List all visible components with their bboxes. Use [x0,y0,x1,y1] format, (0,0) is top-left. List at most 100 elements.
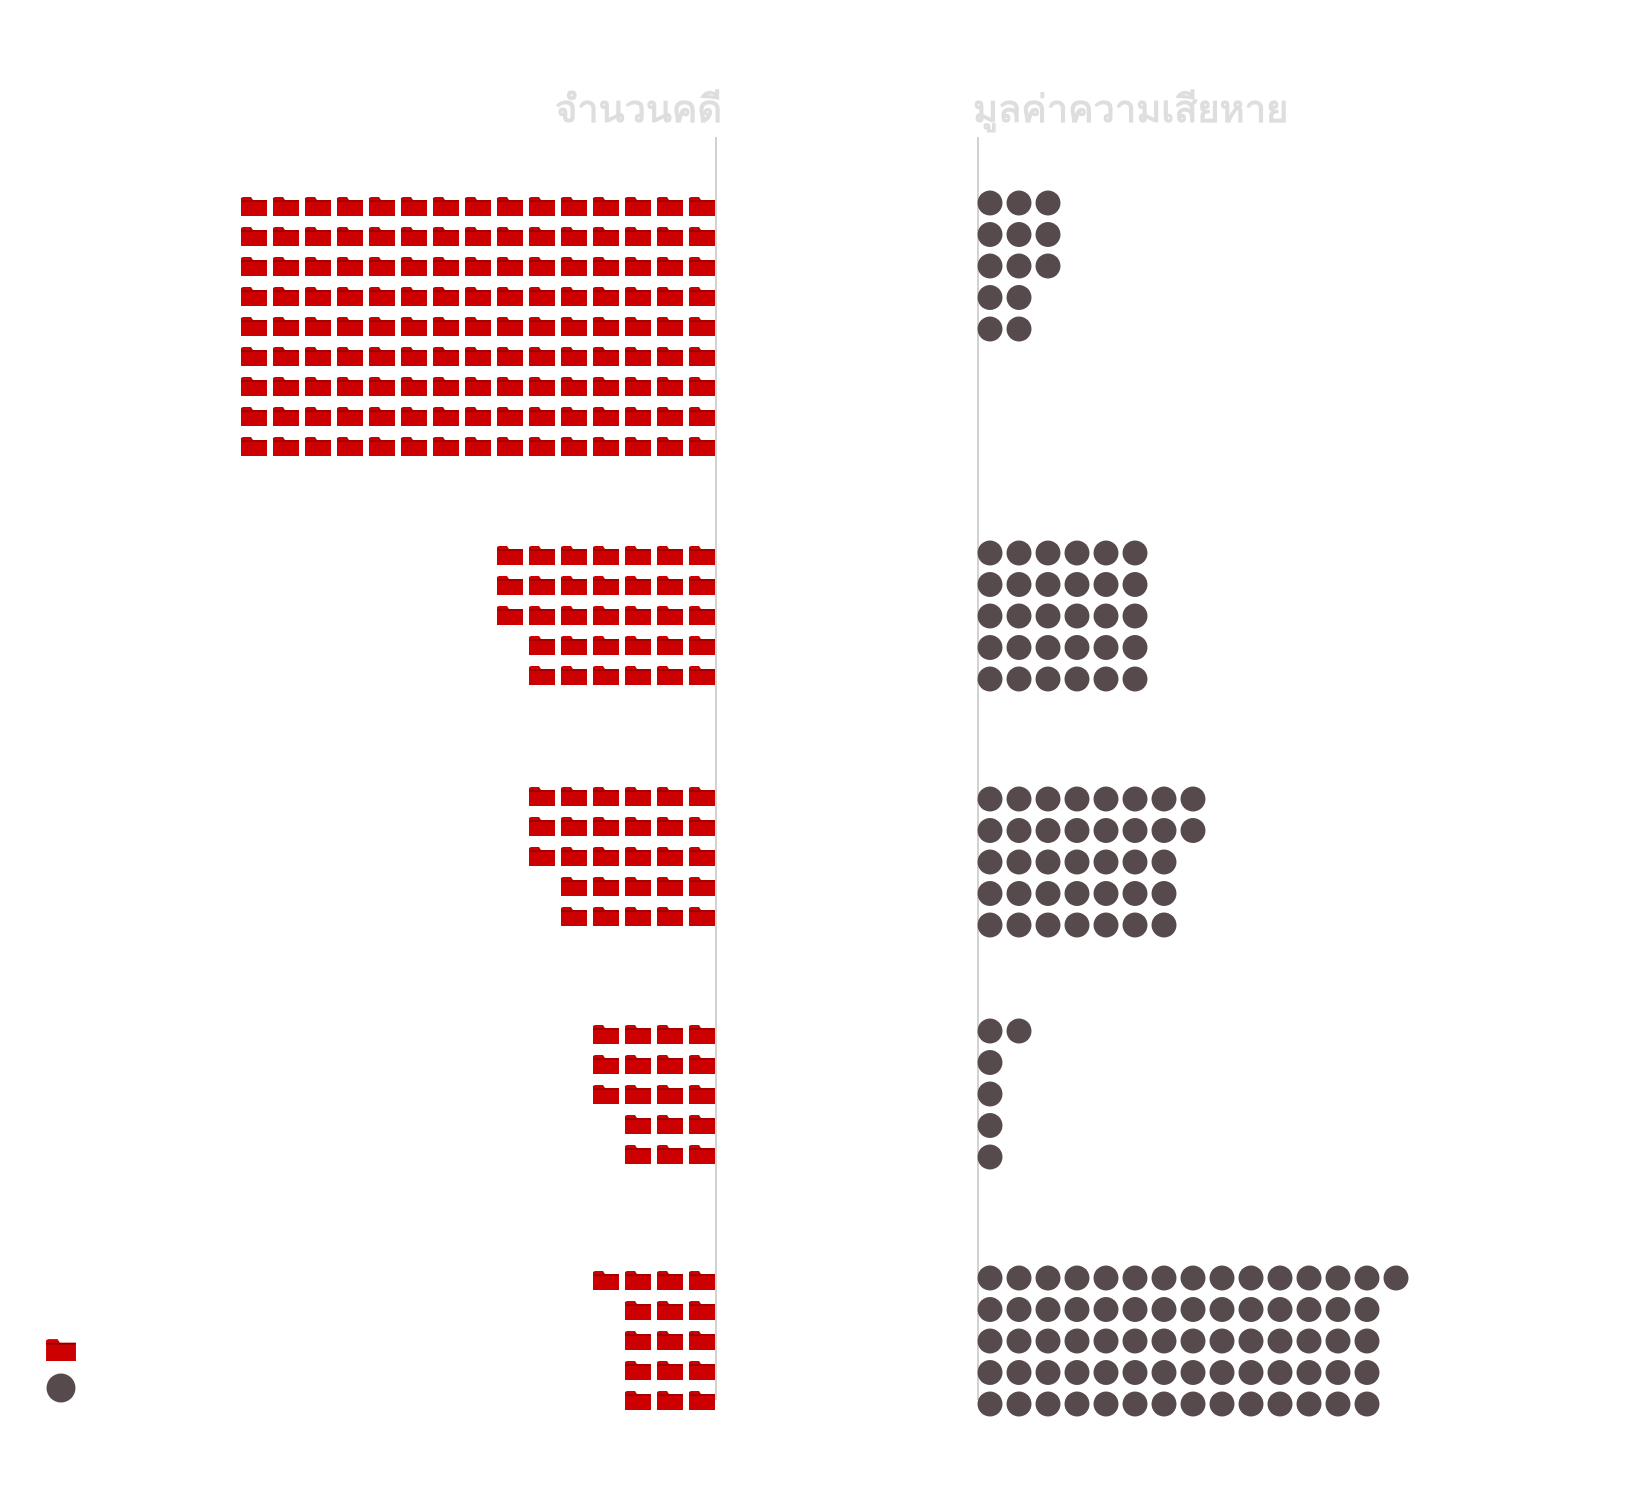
circle-icon [1354,1391,1380,1417]
legend-folder-icon [46,1338,76,1361]
folder-icon [241,196,267,216]
circle-icon [977,635,1003,660]
circle-icon [1064,1328,1090,1354]
folder-icon [561,346,587,366]
folder-icon [657,1330,683,1350]
folder-icon [529,286,555,306]
folder-icon [273,286,299,306]
folder-icon [497,256,523,276]
circle-icon [977,1391,1003,1417]
folder-icon [337,286,363,306]
folder-icon [657,346,683,366]
folder-icon [305,376,331,396]
folder-icon [561,635,587,655]
folder-icon [561,406,587,426]
circle-icon [1151,818,1177,843]
circle-icon [977,818,1003,843]
folder-icon [593,436,619,456]
circle-icon [1035,1297,1061,1322]
folder-icon [593,906,619,926]
circle-icon [1180,1391,1206,1417]
folder-icon [529,846,555,866]
folder-icon [561,545,587,565]
folder-icon [689,906,715,926]
circle-icon [1267,1328,1293,1354]
folder-icon [273,346,299,366]
folder-icon [529,346,555,366]
circle-icon [1064,818,1090,843]
circle-icon [977,540,1003,566]
folder-icon [625,1330,651,1350]
circle-icon [977,912,1003,938]
folder-icon [625,635,651,655]
circle-icon [1006,540,1032,566]
folder-icon [657,906,683,926]
folder-icon [593,226,619,246]
circle-icon [1006,1018,1032,1044]
folder-icon [689,545,715,565]
folder-icon [273,256,299,276]
circle-icon [1325,1328,1351,1354]
circle-icon [1064,540,1090,566]
folder-icon [241,226,267,246]
folder-icon [465,436,491,456]
circle-icon [1035,603,1061,629]
folder-icon [657,406,683,426]
folder-icon [273,226,299,246]
folder-icon [689,846,715,866]
circle-icon [1006,818,1032,843]
folder-icon [625,605,651,625]
folder-icon [337,436,363,456]
circle-icon [977,1328,1003,1354]
folder-icon [337,316,363,336]
folder-icon [561,436,587,456]
circle-icon [1064,849,1090,875]
folder-icon [337,226,363,246]
circle-icon [1122,1328,1148,1354]
folder-icon [369,316,395,336]
folder-icon [689,876,715,896]
folder-icon [497,376,523,396]
folder-icon [657,665,683,685]
folder-icon [689,226,715,246]
folder-icon [593,876,619,896]
folder-icon [657,876,683,896]
folder-icon [337,406,363,426]
circle-icon [1064,786,1090,812]
folder-icon [433,286,459,306]
circle-icon [1122,666,1148,692]
folder-icon [337,376,363,396]
folder-icon [433,256,459,276]
folder-icon [241,406,267,426]
circle-icon [1035,849,1061,875]
folder-icon [689,786,715,806]
folder-icon [657,1300,683,1320]
folder-icon [657,1024,683,1044]
circle-icon [1035,572,1061,597]
folder-icon [433,196,459,216]
folder-icon [401,406,427,426]
folder-icon [401,436,427,456]
folder-icon [433,316,459,336]
circle-icon [1354,1360,1380,1385]
folder-icon [305,286,331,306]
folder-icon [625,316,651,336]
folder-icon [593,1084,619,1104]
folder-icon [689,605,715,625]
circle-icon [1006,572,1032,597]
folder-icon [593,605,619,625]
folder-icon [689,1360,715,1380]
circle-icon [1093,603,1119,629]
circle-icon [1151,1265,1177,1291]
folder-icon [369,436,395,456]
folder-icon [657,1270,683,1290]
folder-icon [529,256,555,276]
folder-icon [401,256,427,276]
circle-icon [1006,1360,1032,1385]
circle-icon [1296,1360,1322,1385]
folder-icon [593,575,619,595]
folder-icon [593,1054,619,1074]
folder-icon [625,575,651,595]
circle-icon [1093,1265,1119,1291]
circle-icon [977,1297,1003,1322]
